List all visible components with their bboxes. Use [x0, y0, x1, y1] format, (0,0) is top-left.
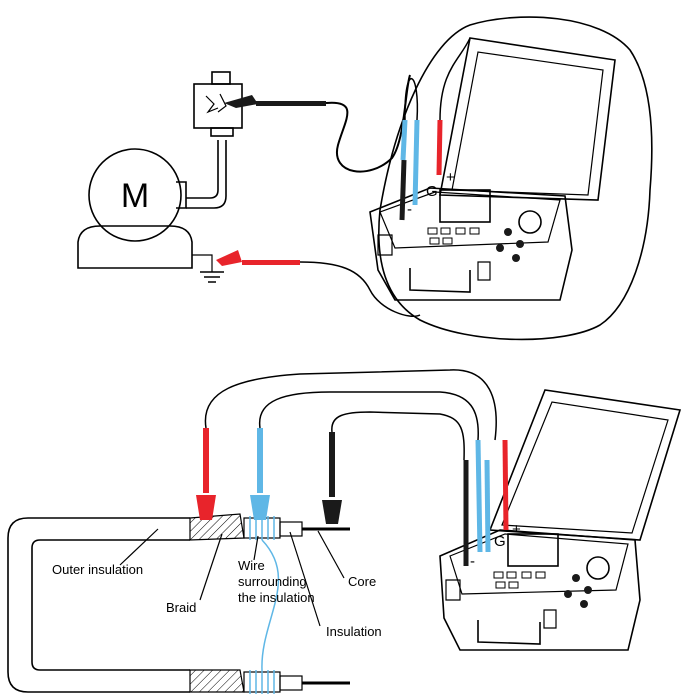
tester-keys: [427, 227, 480, 245]
leader-core: [317, 530, 345, 579]
red-probe-lead: [204, 369, 497, 441]
top-red-probe: [216, 250, 421, 317]
top-lead-blue-2: [400, 119, 408, 161]
red-probe-lead: [299, 261, 421, 317]
leader-insulation: [289, 531, 321, 627]
black-probe-clip: [322, 500, 342, 524]
tester-buttons: [496, 228, 524, 262]
top-diagram: M: [77, 16, 653, 341]
terminal-box-internals: [205, 93, 227, 114]
top-terminal-plus: +: [446, 169, 455, 186]
tester-lid-inner: [451, 51, 604, 196]
label-wire-2: surrounding: [238, 574, 307, 589]
motor-base: [77, 225, 193, 269]
tester-lid-inner: [501, 401, 669, 534]
bottom-tester: G + -: [439, 389, 682, 651]
motor-body: [88, 148, 182, 242]
tester-handle: [409, 268, 471, 293]
earth-lead-line: [192, 254, 213, 272]
leader-wire: [253, 535, 259, 561]
label-core: Core: [348, 574, 376, 589]
motor-label: M: [121, 177, 149, 215]
tester-case: [439, 529, 641, 651]
black-probe-body: [256, 101, 326, 106]
tester-keys: [493, 571, 546, 589]
tester-lid: [439, 37, 616, 201]
label-braid: Braid: [166, 600, 196, 615]
tester-rotary-knob: [518, 210, 542, 234]
top-terminal-minus: -: [407, 201, 412, 218]
tester-latch-right: [477, 261, 491, 281]
red-probe-body: [242, 260, 300, 265]
tester-latch-left: [377, 234, 393, 256]
black-probe-lead: [325, 74, 411, 173]
black-probe-lead: [331, 411, 465, 461]
bottom-lead-blue-2: [484, 459, 491, 553]
label-wire-1: Wire: [238, 558, 265, 573]
bottom-lead-blue: [475, 439, 483, 553]
motor-cable-pipe: [186, 140, 227, 209]
label-wire-3: the insulation: [238, 590, 315, 605]
cable-outer-upper: [7, 517, 190, 693]
tester-lid: [488, 389, 682, 541]
top-lead-black: [399, 159, 407, 221]
red-clip: [216, 250, 242, 266]
bottom-terminal-guard: G: [494, 533, 506, 550]
motor: M: [77, 71, 243, 283]
black-probe-tip: [224, 95, 258, 108]
red-probe-clip: [196, 495, 216, 520]
top-terminal-guard: G: [426, 183, 438, 200]
gland-nut-1: [210, 127, 234, 137]
gland-nut-2: [211, 71, 231, 85]
top-black-probe: [224, 74, 411, 173]
leader-outer-insulation: [119, 528, 159, 566]
motor-end-cap: [176, 181, 187, 209]
black-probe-shaft: [329, 432, 335, 497]
tester-display: [507, 533, 559, 567]
bottom-black-probe: [322, 411, 465, 524]
tester-rotary-knob: [586, 556, 610, 580]
braid-upper: [189, 513, 245, 541]
tester-buttons: [564, 574, 592, 608]
tester-handle: [477, 620, 541, 645]
bottom-blue-probe: [250, 391, 479, 520]
blue-probe-shaft: [257, 428, 263, 493]
tester-latch-left: [445, 579, 461, 601]
magnifier-bubble: [377, 16, 653, 341]
top-tester: G + -: [369, 37, 616, 301]
red-probe-shaft: [203, 428, 209, 493]
braid-lower: [189, 669, 245, 693]
wound-wire-turns-lower: [249, 670, 275, 694]
bottom-lead-red: [502, 439, 509, 531]
tester-panel: [449, 533, 629, 595]
label-outer-insulation: Outer insulation: [52, 562, 143, 577]
blue-connect-wire: [261, 539, 280, 671]
tester-display: [439, 189, 491, 223]
blue-probe-clip: [250, 495, 270, 520]
cable-inner-upper: [31, 539, 190, 671]
bottom-terminal-plus: +: [512, 521, 521, 538]
bottom-terminal-minus: -: [470, 553, 475, 570]
top-lead-loop: [404, 37, 471, 121]
top-lead-blue-1: [412, 119, 420, 206]
top-lead-red: [436, 119, 443, 176]
tester-latch-right: [543, 609, 557, 629]
leader-braid: [199, 533, 223, 601]
bottom-diagram: Outer insulation Braid Wire surrounding …: [7, 369, 682, 694]
insulation-lower: [279, 675, 303, 691]
bottom-red-probe: [196, 369, 497, 520]
label-insulation: Insulation: [326, 624, 382, 639]
blue-probe-lead: [258, 391, 479, 441]
